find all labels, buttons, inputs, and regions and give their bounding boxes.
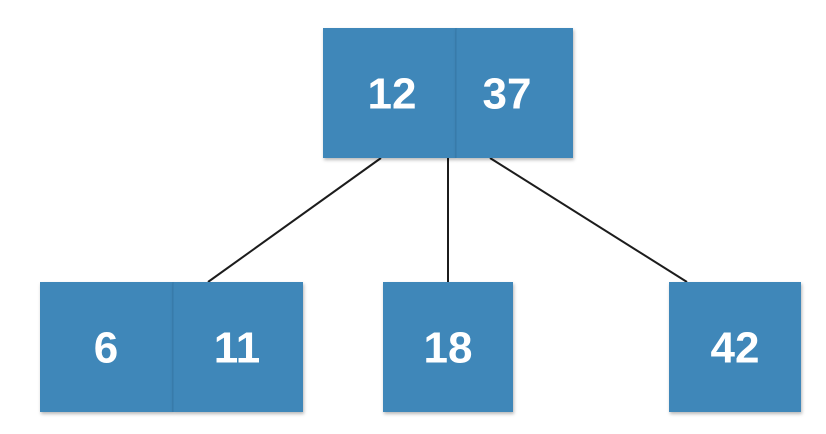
child-3-key-1: 42: [711, 324, 760, 373]
edge-root-to-child-3: [489, 157, 688, 283]
child-1-key-cell-2: [173, 282, 303, 412]
child-3-key-cell-1: [669, 282, 801, 412]
child-1-key-cell-1: [40, 282, 173, 412]
root-key-2: 37: [483, 70, 532, 119]
child-2-key-cell-1: [383, 282, 513, 412]
root-key-cell-1: [323, 28, 456, 158]
child-2-key-1: 18: [424, 324, 473, 373]
child-1-key-1: 6: [94, 324, 118, 373]
root-key-cell-2: [456, 28, 573, 158]
child-node-2: 18: [383, 282, 513, 412]
child-node-3: 42: [669, 282, 801, 412]
child-1-key-2: 11: [214, 324, 261, 373]
child-node-1: 6 11: [40, 282, 303, 412]
root-key-1: 12: [368, 70, 417, 119]
tree-edges: [207, 157, 688, 283]
root-node: 12 37: [323, 28, 573, 158]
edge-root-to-child-1: [207, 157, 382, 283]
